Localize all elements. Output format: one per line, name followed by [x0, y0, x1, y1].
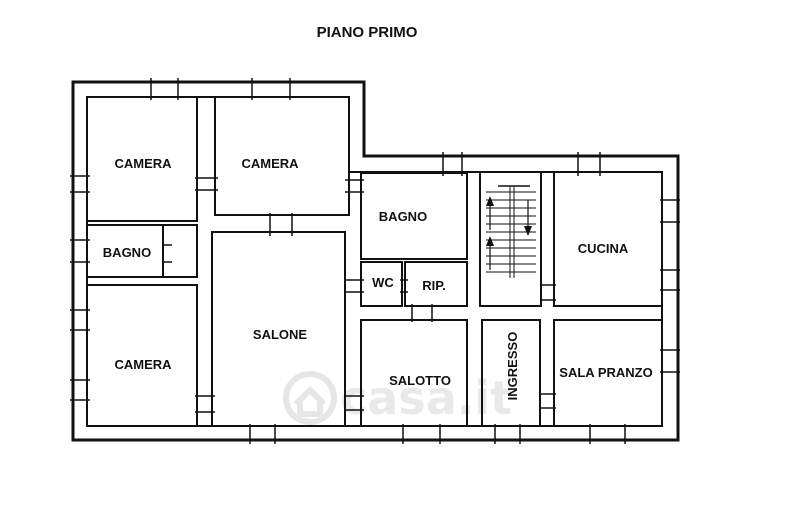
stair-arrow-up-icon [486, 196, 494, 246]
openings [70, 78, 680, 444]
label-cucina: CUCINA [578, 241, 629, 256]
watermark: casa.it [283, 371, 512, 425]
room-sala-pranzo [553, 319, 663, 427]
label-bagno-small: BAGNO [103, 245, 151, 260]
label-salone: SALONE [253, 327, 308, 342]
interior-walls [86, 96, 663, 427]
label-rip: RIP. [422, 278, 446, 293]
label-camera-top-left: CAMERA [114, 156, 172, 171]
label-wc: WC [372, 275, 394, 290]
label-camera-bottom-left: CAMERA [114, 357, 172, 372]
label-bagno: BAGNO [379, 209, 427, 224]
room-camera-top-left [86, 96, 198, 222]
watermark-text: casa.it [340, 371, 512, 425]
room-cucina [553, 171, 663, 307]
house-logo-icon [283, 371, 337, 425]
stair-arrow-lines [489, 200, 529, 270]
room-bagno-closet [162, 224, 198, 278]
room-camera-top-mid [214, 96, 350, 216]
room-salotto [360, 319, 468, 427]
room-rip [404, 261, 468, 307]
room-camera-bottom-left [86, 284, 198, 427]
room-wc [360, 261, 403, 307]
stair-arrow-down-icon [524, 226, 532, 236]
room-salone [211, 231, 346, 427]
staircase [479, 171, 542, 307]
room-ingresso [481, 319, 541, 427]
label-camera-top-mid: CAMERA [241, 156, 299, 171]
label-sala-pranzo: SALA PRANZO [559, 365, 652, 380]
plan-title: PIANO PRIMO [317, 24, 418, 41]
room-bagno [360, 172, 468, 260]
label-salotto: SALOTTO [389, 373, 451, 388]
stair-steps [486, 185, 536, 278]
label-ingresso: INGRESSO [505, 332, 520, 401]
